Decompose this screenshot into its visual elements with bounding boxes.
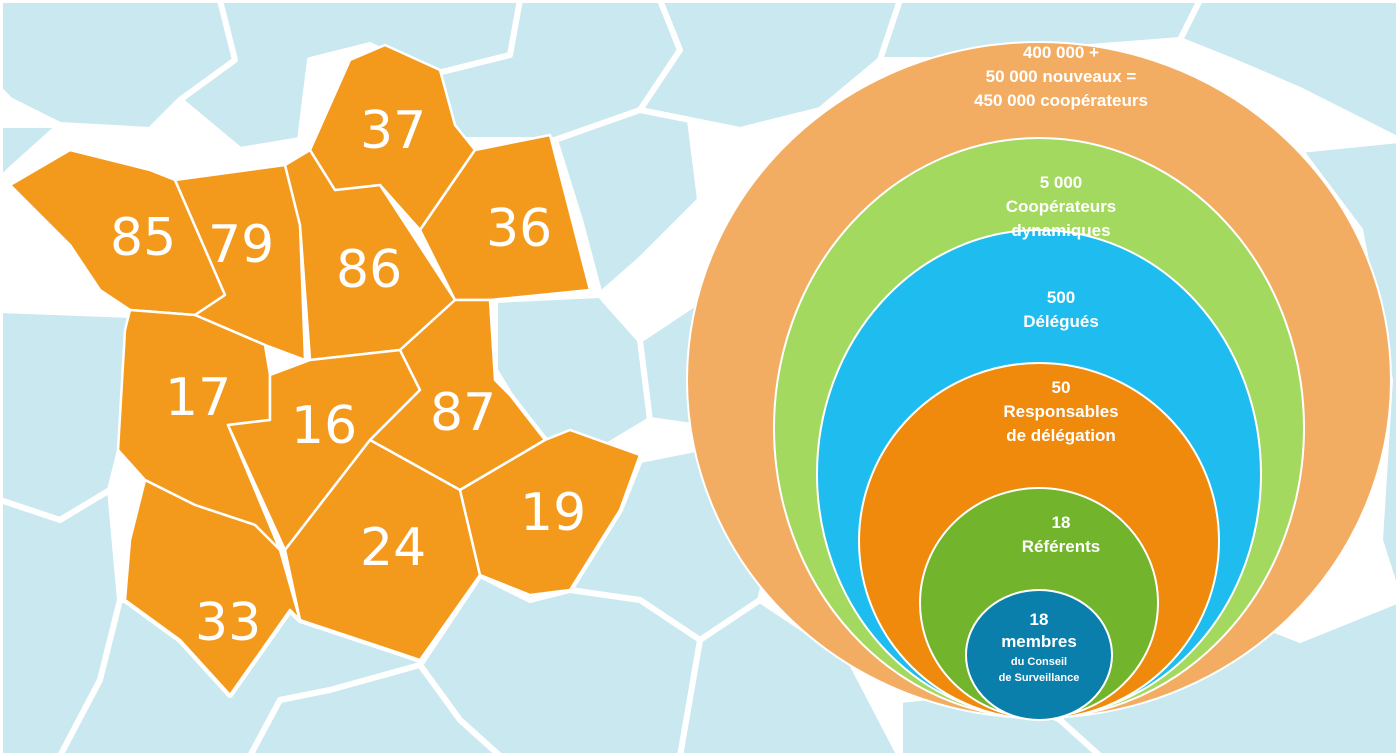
- circle-text-line: de délégation: [1006, 426, 1116, 445]
- department-label-33: 33: [195, 593, 261, 653]
- department-label-87: 87: [430, 383, 496, 443]
- department-label-79: 79: [208, 215, 274, 275]
- circle-text-line: Responsables: [1003, 402, 1118, 421]
- circle-text-0: 400 000 + 50 000 nouveaux = 450 000 coopér…: [974, 43, 1148, 110]
- department-label-19: 19: [520, 483, 586, 543]
- circle-text-line: Coopérateurs: [1006, 197, 1117, 216]
- circle-text-line: membres: [1001, 632, 1077, 651]
- circle-text-line: du Conseil: [1011, 656, 1067, 668]
- circle-text-line: 18: [1052, 513, 1071, 532]
- circle-conseil-surveillance: [965, 589, 1113, 721]
- circle-text-line: 400 000 +: [1023, 43, 1099, 62]
- department-label-85: 85: [110, 208, 176, 268]
- department-label-37: 37: [360, 101, 426, 161]
- circle-text-line: 5 000: [1040, 173, 1083, 192]
- concentric-circles: [686, 41, 1392, 721]
- circle-text-line: 50 000 nouveaux =: [986, 67, 1137, 86]
- department-37: [308, 43, 477, 232]
- department-33: [123, 478, 302, 697]
- department-labels: 85 79 86 37 36 17 16 87 24 19 33: [110, 101, 586, 653]
- background-region: [552, 107, 703, 298]
- circle-text-line: 50: [1052, 378, 1071, 397]
- circle-text-line: 450 000 coopérateurs: [974, 91, 1148, 110]
- circle-text-line: Référents: [1022, 537, 1100, 556]
- department-label-86: 86: [336, 240, 402, 300]
- background-region: [247, 662, 503, 756]
- circle-text-line: 500: [1047, 288, 1075, 307]
- circle-texts: 400 000 + 50 000 nouveaux = 450 000 coopér…: [974, 43, 1148, 684]
- circle-text-line: dynamiques: [1011, 221, 1110, 240]
- department-19: [458, 428, 642, 597]
- background-region: [1177, 0, 1399, 143]
- department-label-36: 36: [486, 199, 552, 259]
- circle-text-line: 18: [1030, 610, 1049, 629]
- circle-text-line: de Surveillance: [999, 672, 1080, 684]
- circle-text-line: Délégués: [1023, 312, 1099, 331]
- department-87: [368, 298, 547, 492]
- department-label-24: 24: [360, 518, 426, 578]
- background-region: [0, 122, 63, 183]
- departments: [8, 43, 642, 697]
- department-label-17: 17: [165, 368, 231, 428]
- department-label-16: 16: [291, 396, 357, 456]
- circle-text-5: 18 membres du Conseil de Surveillance: [999, 610, 1080, 684]
